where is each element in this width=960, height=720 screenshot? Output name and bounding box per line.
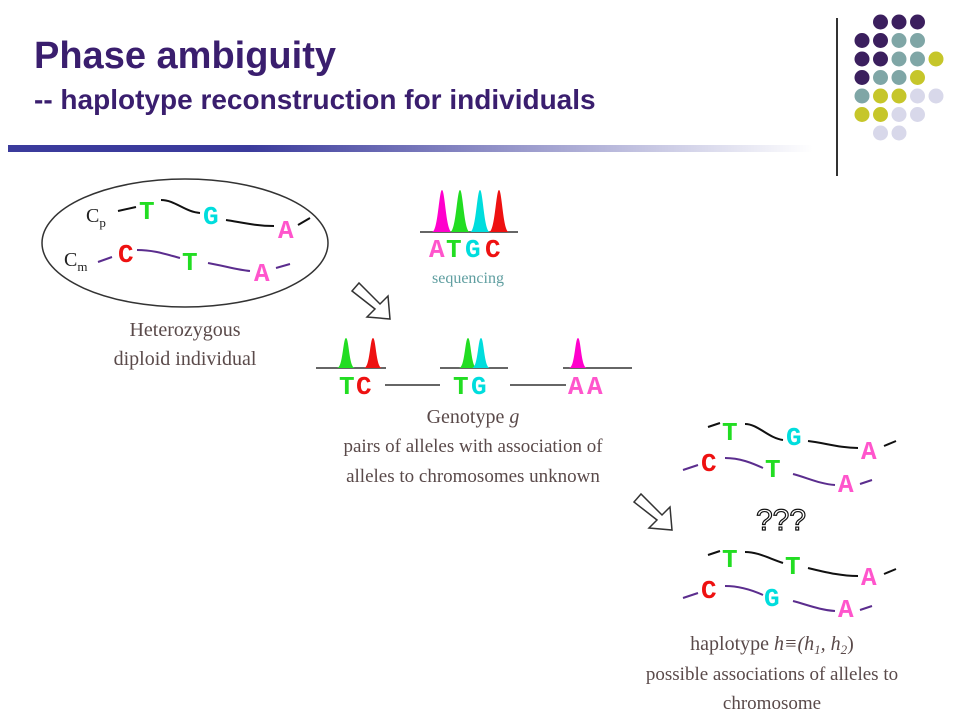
- arrow-to-genotype: [350, 281, 391, 320]
- hap1-bottom-allele-2: T: [765, 455, 781, 485]
- genotype-traces: [316, 338, 632, 386]
- arrow-to-haplotypes: [632, 492, 673, 531]
- decor-dot: [891, 14, 907, 30]
- decor-dot: [891, 125, 907, 141]
- hap1-bottom-allele-3: A: [838, 470, 854, 500]
- hap1-top-allele-3: A: [861, 437, 877, 467]
- paternal-allele-3: A: [278, 216, 294, 246]
- maternal-allele-3: A: [254, 259, 270, 289]
- peak-t: [450, 190, 470, 232]
- decor-dot: [910, 51, 925, 67]
- slide-title: Phase ambiguity -- haplotype reconstruct…: [34, 34, 596, 118]
- peak-a: [432, 190, 452, 232]
- maternal-chromosome-line: [97, 249, 291, 272]
- individual-caption-line1: Heterozygous: [129, 319, 240, 341]
- decor-dot: [891, 70, 907, 85]
- individual-caption-line2: diploid individual: [114, 348, 257, 370]
- sequencing-caption: sequencing: [432, 270, 504, 287]
- decor-dot: [854, 107, 870, 122]
- genotype-1-allele-2: C: [356, 372, 372, 402]
- hap1-top-allele-1: T: [722, 418, 738, 448]
- decor-dot: [873, 88, 888, 104]
- seq-base-a: A: [429, 235, 445, 265]
- decorative-dot-grid: [854, 14, 944, 141]
- decor-dot: [891, 33, 907, 48]
- genotype-caption-line3: alleles to chromosomes unknown: [346, 466, 600, 487]
- decor-dot: [873, 107, 888, 122]
- decor-dot: [928, 51, 944, 67]
- maternal-allele-2: T: [182, 248, 198, 278]
- genotype-caption-line2: pairs of alleles with association of: [343, 436, 603, 457]
- hap1-bottom-allele-1: C: [701, 449, 717, 479]
- hap1-top-allele-2: G: [786, 423, 802, 453]
- hap2-bottom-allele-2: G: [764, 584, 780, 614]
- paternal-allele-2: G: [203, 202, 219, 232]
- individual-ellipse: [41, 178, 329, 308]
- decor-dot: [873, 14, 888, 30]
- decor-dot: [873, 33, 888, 48]
- hap2-top-allele-3: A: [861, 563, 877, 593]
- decor-dot: [873, 51, 888, 67]
- genotype-1-allele-1: T: [339, 372, 355, 402]
- seq-base-c: C: [485, 235, 501, 265]
- decor-dot: [910, 70, 925, 85]
- title-underline: [8, 145, 813, 152]
- hap2-top-allele-1: T: [722, 545, 738, 575]
- seq-base-t: T: [446, 235, 462, 265]
- maternal-allele-1: C: [118, 240, 134, 270]
- title-main: Phase ambiguity: [34, 35, 336, 77]
- hap2-maternal-line: [682, 585, 873, 612]
- hap2-paternal-line: [707, 550, 897, 577]
- ambiguity-marker: ???: [756, 504, 806, 537]
- decor-dot: [854, 70, 870, 85]
- decor-dot: [910, 14, 925, 30]
- decor-dot: [928, 88, 944, 104]
- decor-dot: [891, 51, 907, 67]
- genotype-3-allele-2: A: [587, 372, 603, 402]
- corner-divider: [836, 18, 838, 176]
- decor-dot: [910, 88, 925, 104]
- decor-dot: [873, 125, 888, 141]
- decor-dot: [873, 70, 888, 85]
- decor-dot: [854, 33, 870, 48]
- decor-dot: [891, 107, 907, 122]
- seq-base-g: G: [465, 235, 481, 265]
- haplotype-caption-title: haplotype h≡(h1, h2): [690, 633, 854, 657]
- hap2-bottom-allele-1: C: [701, 576, 717, 606]
- cm-label: Cm: [64, 249, 87, 274]
- decor-dot: [910, 33, 925, 48]
- haplotype-caption-line2: possible associations of alleles to: [646, 664, 898, 685]
- paternal-allele-1: T: [139, 197, 155, 227]
- genotype-3-allele-1: A: [568, 372, 584, 402]
- hap1-paternal-line: [707, 422, 897, 449]
- hap1-maternal-line: [682, 457, 873, 486]
- peak-g: [470, 190, 490, 232]
- genotype-caption-title: Genotype g: [427, 406, 520, 428]
- peak-c: [489, 190, 509, 232]
- decor-dot: [891, 88, 907, 104]
- decor-dot: [910, 107, 925, 122]
- hap2-bottom-allele-3: A: [838, 595, 854, 625]
- paternal-chromosome-line: [117, 199, 311, 227]
- sequencing-trace: [420, 190, 518, 233]
- decor-dot: [854, 51, 870, 67]
- haplotype-caption-line3: chromosome: [723, 693, 821, 714]
- title-subtitle: -- haplotype reconstruction for individu…: [34, 84, 596, 115]
- genotype-2-allele-2: G: [471, 372, 487, 402]
- genotype-2-allele-1: T: [453, 372, 469, 402]
- cp-label: Cp: [86, 205, 106, 230]
- hap2-top-allele-2: T: [785, 552, 801, 582]
- decor-dot: [854, 88, 870, 104]
